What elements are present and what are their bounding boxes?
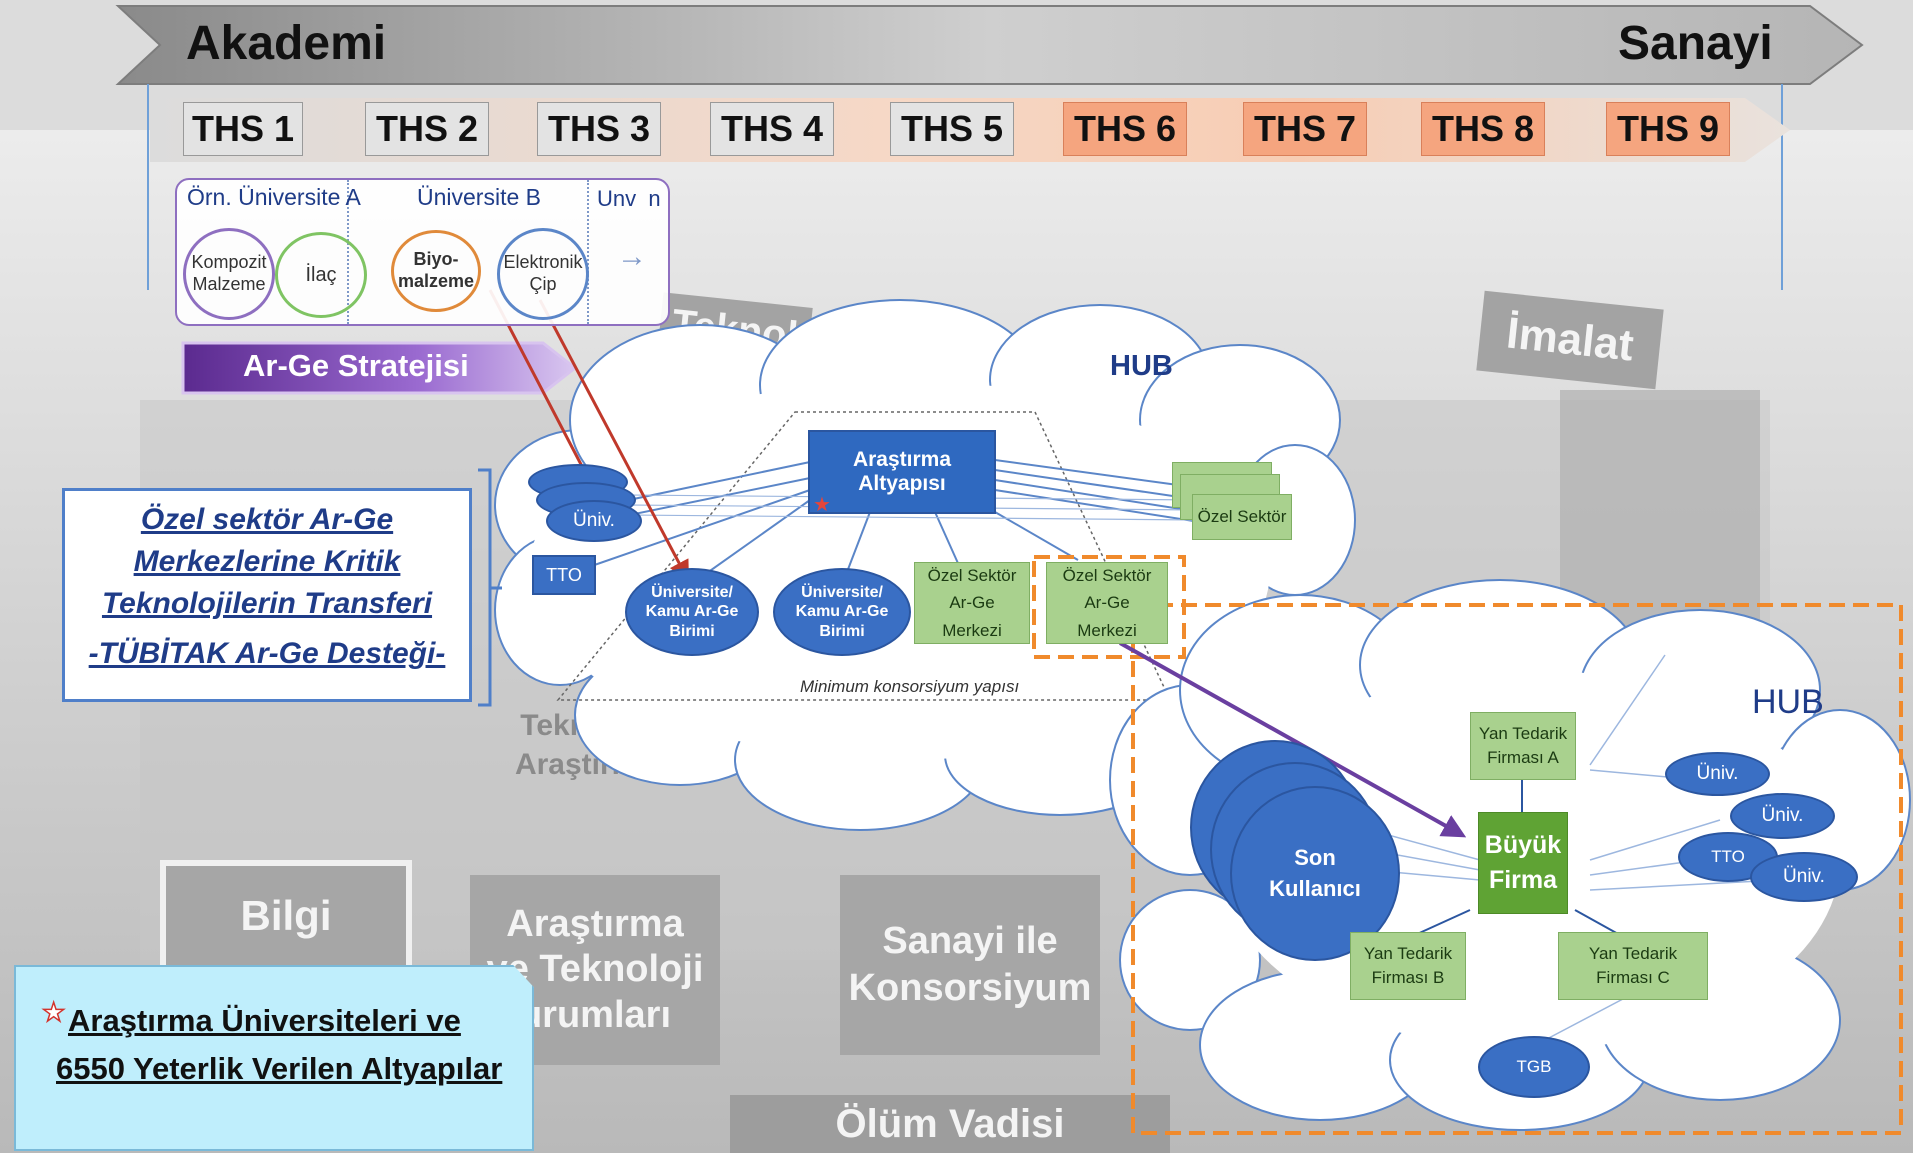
kamu-arge-node-1: Üniversite/ Kamu Ar-Ge Birimi	[625, 568, 759, 656]
ozel-sektor-node: Özel Sektör	[1192, 494, 1292, 540]
ozel-arge-merkezi-label-1: Özel Sektör Ar-Ge Merkezi	[927, 566, 1017, 640]
red-star-icon: ★	[41, 996, 66, 1028]
yan-tedarik-c-label: Yan Tedarik Firması C	[1588, 944, 1678, 987]
olum-vadisi-tile: Ölüm Vadisi	[730, 1095, 1170, 1153]
arastirma-altyapisi-label: Araştırma Altyapısı	[852, 448, 952, 495]
red-star-icon: ★	[813, 494, 831, 516]
hub2-univ-label-3: Üniv.	[1783, 866, 1825, 887]
yan-tedarik-b-node: Yan Tedarik Firması B	[1350, 932, 1466, 1000]
red-arrow-elektronik	[538, 299, 689, 582]
hub2-univ-label-1: Üniv.	[1696, 763, 1739, 784]
legend-line2: 6550 Yeterlik Verilen Altyapılar	[56, 1051, 503, 1086]
ths-stage-7: THS 7	[1243, 102, 1367, 156]
kamu-arge-node-2: Üniversite/ Kamu Ar-Ge Birimi	[773, 568, 911, 656]
buyuk-firma-node: Büyük Firma	[1478, 812, 1568, 914]
univ-stack-label: Üniv.	[573, 510, 615, 531]
field-ilac: İlaç	[275, 232, 367, 318]
hub2-univ-label-2: Üniv.	[1761, 805, 1804, 826]
hub2-univ-3: Üniv.	[1750, 852, 1858, 902]
hub2-title: HUB	[1752, 683, 1824, 721]
yan-tedarik-c-node: Yan Tedarik Firması C	[1558, 932, 1708, 1000]
uni-b-title: Üniversite B	[417, 184, 541, 210]
field-elektronik: Elektronik Çip	[497, 228, 589, 320]
callout-line2: Merkezlerine Kritik	[133, 545, 401, 578]
akademi-label: Akademi	[186, 17, 387, 70]
ozel-arge-merkezi-node-1: Özel Sektör Ar-Ge Merkezi	[914, 562, 1030, 644]
purple-arrow	[1119, 641, 1467, 838]
legend-line1: Araştırma Üniversiteleri ve	[68, 1003, 461, 1038]
ths-stage-2: THS 2	[365, 102, 489, 156]
field-biyo-label: Biyo-malzeme	[397, 249, 475, 291]
ths-stage-8: THS 8	[1421, 102, 1545, 156]
yan-tedarik-a-label: Yan Tedarik Firması A	[1478, 724, 1568, 767]
hub1-cloud	[494, 299, 1356, 831]
uni-divider-2	[587, 180, 589, 324]
ths-stage-6: THS 6	[1063, 102, 1187, 156]
ths-stage-1: THS 1	[183, 102, 303, 156]
buyuk-firma-label: Büyük Firma	[1484, 831, 1562, 894]
ozel-sektor-label: Özel Sektör	[1197, 507, 1287, 526]
son-kullanici-node: Son Kullanıcı	[1230, 786, 1400, 961]
legend-box: ★ Araştırma Üniversiteleri ve 6550 Yeter…	[14, 965, 534, 1151]
akademi-sanayi-arrow	[115, 5, 1864, 85]
strategy-banner-shape	[181, 341, 578, 395]
callout-bracket	[478, 468, 502, 707]
sanayi-konsorsiyum-label: Sanayi ile Konsorsiyum	[848, 919, 1092, 1010]
hub2-univ-2: Üniv.	[1730, 793, 1835, 839]
hub2-highlight	[1131, 603, 1903, 1135]
uni-n-title: Unv n	[597, 186, 661, 211]
hub2-tto-label: TTO	[1711, 847, 1745, 866]
uni-a-title: Örn. Üniversite A	[187, 184, 361, 210]
strategy-banner-label: Ar-Ge Stratejisi	[243, 348, 469, 383]
sanayi-konsorsiyum-tile: Sanayi ile Konsorsiyum	[840, 875, 1100, 1055]
hub1-title: HUB	[1110, 350, 1173, 382]
olum-vadisi-label: Ölüm Vadisi	[835, 1101, 1065, 1146]
ozel-arge-merkezi-label-2: Özel Sektör Ar-Ge Merkezi	[1062, 566, 1152, 640]
field-biyo: Biyo-malzeme	[391, 230, 481, 312]
konsorsiyum-caption: Minimum konsorsiyum yapısı	[800, 677, 1020, 696]
callout-line1: Özel sektör Ar-Ge	[140, 503, 394, 536]
son-kullanici-label: Son Kullanıcı	[1269, 844, 1361, 901]
tto-label: TTO	[546, 564, 582, 585]
ths-stage-9: THS 9	[1606, 102, 1730, 156]
univ-stack-front: Üniv.	[546, 500, 642, 542]
arrow-right-icon: →	[617, 240, 647, 273]
universities-panel: Örn. Üniversite A Üniversite B Unv n Kom…	[175, 178, 670, 326]
field-kompozit-label: Kompozit Malzeme	[191, 252, 267, 294]
field-ilac-label: İlaç	[305, 263, 337, 286]
tubitak-callout: Özel sektör Ar-Ge Merkezlerine Kritik Te…	[62, 488, 472, 702]
hub2-tgb-label: TGB	[1516, 1057, 1552, 1076]
ths-stage-4: THS 4	[710, 102, 834, 156]
hub2-tgb: TGB	[1478, 1036, 1590, 1098]
kamu-arge-label-2: Üniversite/ Kamu Ar-Ge Birimi	[795, 584, 889, 640]
bilgi-label: Bilgi	[240, 892, 332, 939]
callout-line3: Teknolojilerin Transferi	[101, 587, 433, 620]
hub2-univ-1: Üniv.	[1665, 752, 1770, 796]
tto-node: TTO	[532, 555, 596, 595]
ozel-arge-merkezi-node-2: Özel Sektör Ar-Ge Merkezi	[1046, 562, 1168, 644]
sanayi-label: Sanayi	[1618, 17, 1773, 70]
field-kompozit: Kompozit Malzeme	[183, 228, 275, 320]
yan-tedarik-a-node: Yan Tedarik Firması A	[1470, 712, 1576, 780]
arastirma-altyapisi-node: Araştırma Altyapısı	[808, 430, 996, 514]
field-elektronik-label: Elektronik Çip	[503, 252, 583, 294]
callout-line4: -TÜBİTAK Ar-Ge Desteği-	[88, 637, 446, 670]
kamu-arge-label-1: Üniversite/ Kamu Ar-Ge Birimi	[645, 584, 739, 640]
ths-stage-3: THS 3	[537, 102, 661, 156]
yan-tedarik-b-label: Yan Tedarik Firması B	[1363, 944, 1453, 987]
ths-stage-5: THS 5	[890, 102, 1014, 156]
